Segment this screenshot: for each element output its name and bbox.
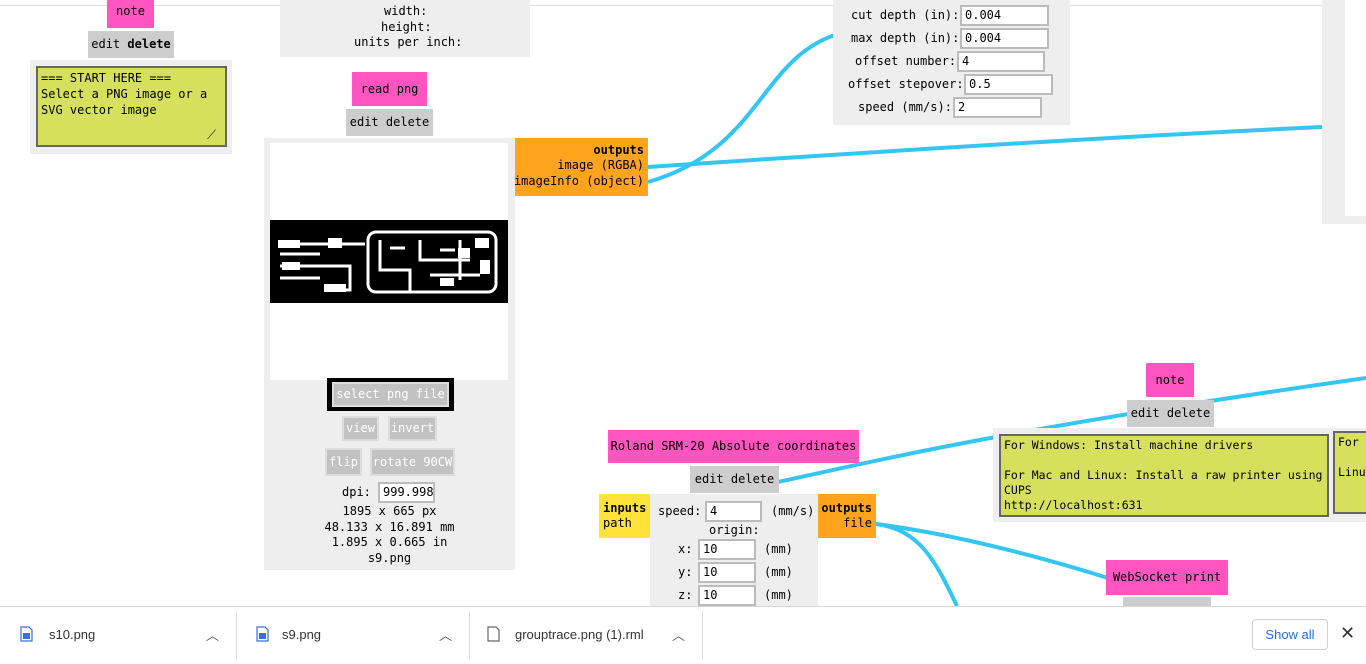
size-in: 1.895 x 0.665 in — [331, 535, 448, 549]
wire-file-to-websocket — [875, 522, 1109, 580]
offset-number-input[interactable]: 4 — [957, 51, 1045, 72]
image-file-icon — [256, 626, 269, 642]
dpi-input[interactable]: 999.998 — [378, 482, 435, 503]
edit-button[interactable]: edit — [91, 37, 121, 51]
size-mm: 48.133 x 16.891 mm — [324, 520, 455, 534]
inputs-title: inputs — [603, 501, 647, 515]
document-file-icon — [487, 626, 500, 642]
x-input[interactable]: 10 — [698, 539, 756, 560]
note-edit-delete: edit delete — [88, 31, 174, 58]
pcb-trace-image — [270, 220, 508, 303]
connection-wires — [647, 33, 1366, 606]
note-tag[interactable]: note — [107, 0, 154, 28]
websocket-print-title[interactable]: WebSocket print — [1106, 560, 1228, 595]
delete-button[interactable]: delete — [1166, 406, 1211, 420]
delete-button[interactable]: delete — [385, 115, 430, 129]
note-edit-delete: edit delete — [1127, 400, 1214, 427]
read-png-outputs: outputs image (RGBA) imageInfo (object) — [513, 138, 648, 196]
download-file-name: s10.png — [49, 627, 96, 642]
show-all-button[interactable]: Show all — [1252, 619, 1328, 650]
outputs-title: outputs — [821, 501, 872, 515]
size-px: 1895 x 665 px — [342, 504, 437, 518]
read-png-title[interactable]: read png — [352, 72, 427, 106]
roland-speed-input[interactable]: 4 — [705, 501, 762, 522]
flip-button[interactable]: flip — [325, 448, 362, 476]
width-label: width: — [384, 4, 428, 18]
z-unit: (mm) — [764, 588, 793, 602]
input-path[interactable]: path — [603, 516, 632, 530]
image-file-icon — [20, 626, 33, 642]
invert-button[interactable]: invert — [388, 416, 437, 441]
download-separator — [702, 611, 703, 659]
outputs-title: outputs — [593, 143, 644, 157]
edit-button[interactable]: edit — [694, 472, 724, 486]
close-icon[interactable]: ✕ — [1340, 623, 1356, 643]
file-name: s9.png — [367, 551, 412, 565]
speed-unit: (mm/s) — [771, 504, 815, 518]
offset-stepover-input[interactable]: 0.5 — [964, 74, 1053, 95]
chevron-up-icon[interactable]: ︿ — [439, 628, 453, 643]
select-png-file-button[interactable]: select png file — [332, 382, 449, 407]
roland-inputs: inputs path — [599, 494, 650, 538]
far-right-note[interactable]: For Linu — [1333, 431, 1366, 514]
units-per-inch-label: units per inch: — [354, 35, 463, 49]
downloads-bar: s10.png ︿ s9.png ︿ grouptrace.png (1).rm… — [0, 606, 1366, 664]
offset-number-label: offset number: — [855, 54, 957, 68]
output-image[interactable]: image (RGBA) — [557, 158, 644, 172]
max-depth-label: max depth (in): — [851, 31, 960, 45]
max-depth-input[interactable]: 0.004 — [960, 28, 1049, 49]
download-file-name: grouptrace.png (1).rml — [515, 627, 644, 642]
edit-button[interactable]: edit — [1130, 406, 1160, 420]
roland-title[interactable]: Roland SRM-20 Absolute coordinates — [608, 430, 859, 463]
output-file[interactable]: file — [843, 516, 872, 530]
wire-file-down — [875, 522, 959, 606]
start-here-note[interactable]: === START HERE === Select a PNG image or… — [36, 66, 227, 147]
delete-button[interactable]: delete — [730, 472, 775, 486]
download-item[interactable]: s10.png ︿ — [0, 607, 236, 664]
rotate-button[interactable]: rotate 90CW — [370, 448, 455, 476]
right-edge-inner — [1345, 0, 1366, 216]
download-item[interactable]: grouptrace.png (1).rml ︿ — [470, 607, 702, 664]
roland-edit-delete: edit delete — [690, 466, 779, 493]
edit-button[interactable]: edit — [349, 115, 379, 129]
download-file-name: s9.png — [282, 627, 322, 642]
read-png-edit-delete: edit delete — [346, 109, 433, 136]
top-divider — [0, 5, 1366, 6]
roland-outputs: outputs file — [818, 494, 876, 538]
z-label: z: — [678, 588, 693, 602]
z-input[interactable]: 10 — [698, 585, 756, 606]
download-separator — [469, 611, 470, 659]
chevron-up-icon[interactable]: ︿ — [206, 628, 220, 643]
cut-depth-label: cut depth (in): — [851, 8, 960, 22]
driver-install-note[interactable]: For Windows: Install machine drivers For… — [999, 434, 1329, 517]
origin-label: origin: — [709, 523, 760, 537]
speed-label: speed (mm/s): — [858, 100, 952, 114]
download-separator — [236, 611, 237, 659]
view-button[interactable]: view — [342, 416, 379, 441]
y-label: y: — [678, 565, 693, 579]
wire-roland-to-note — [777, 376, 1366, 484]
delete-button[interactable]: delete — [127, 37, 171, 51]
x-unit: (mm) — [764, 542, 793, 556]
height-label: height: — [381, 20, 432, 34]
offset-stepover-label: offset stepover: — [848, 77, 964, 91]
dpi-label: dpi: — [342, 485, 371, 499]
y-input[interactable]: 10 — [698, 562, 756, 583]
cut-depth-input[interactable]: 0.004 — [960, 5, 1049, 26]
websocket-edit-delete — [1123, 597, 1211, 606]
note-tag[interactable]: note — [1146, 363, 1194, 397]
resize-handle-icon[interactable]: ⟋ — [207, 128, 217, 143]
wire-image-to-right — [647, 125, 1323, 169]
output-imageinfo[interactable]: imageInfo (object) — [513, 174, 644, 188]
x-label: x: — [678, 542, 693, 556]
download-item[interactable]: s9.png ︿ — [237, 607, 469, 664]
roland-speed-label: speed: — [658, 504, 702, 518]
speed-input[interactable]: 2 — [953, 97, 1042, 118]
image-info-panel — [280, 0, 530, 57]
chevron-up-icon[interactable]: ︿ — [672, 628, 686, 643]
wire-imageinfo-to-params — [647, 33, 836, 184]
y-unit: (mm) — [764, 565, 793, 579]
